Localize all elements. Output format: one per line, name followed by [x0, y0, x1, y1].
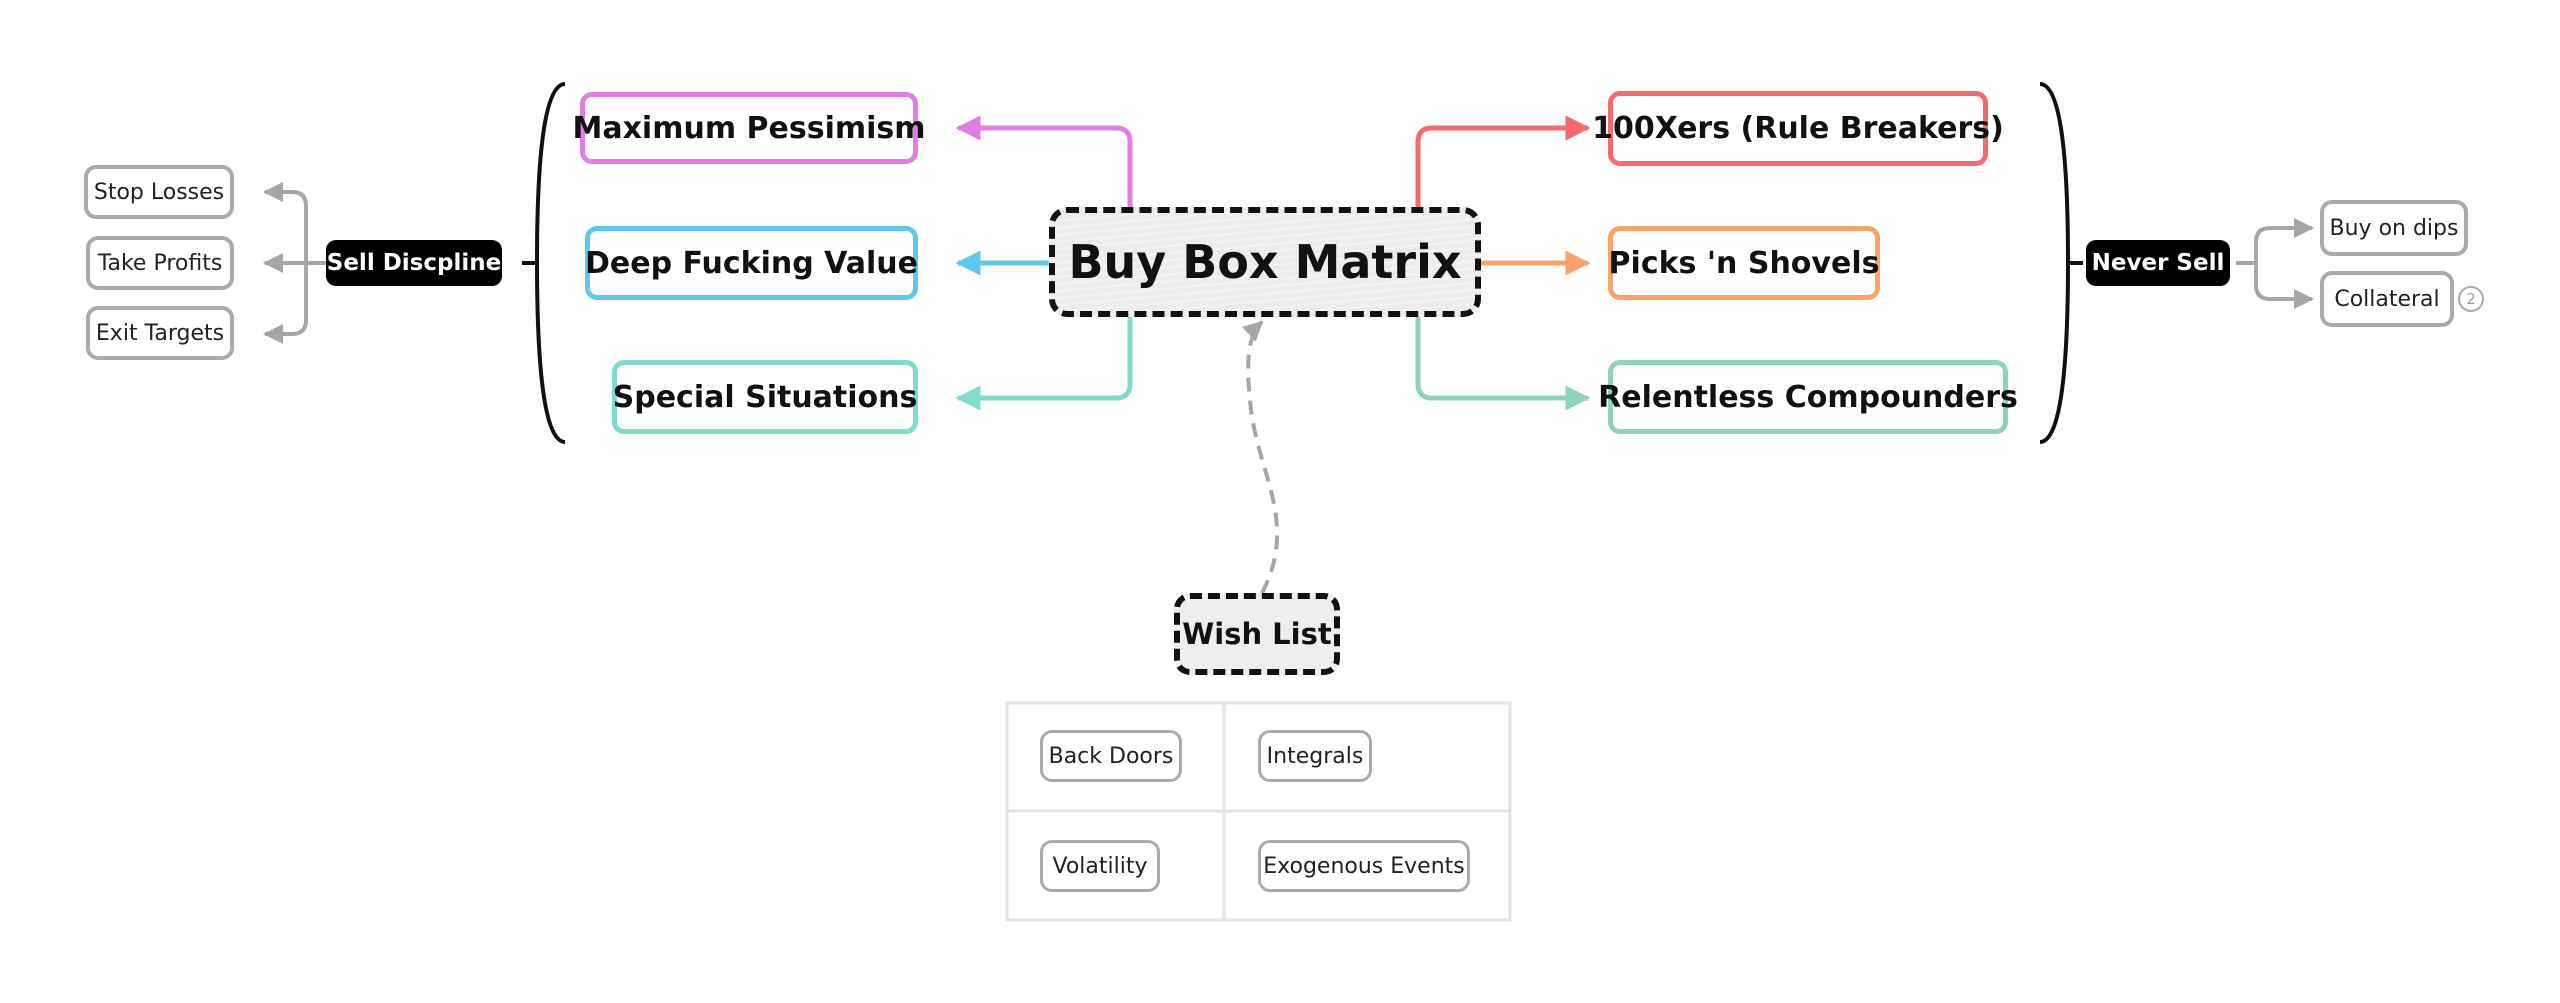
topic-100xers[interactable]: 100Xers (Rule Breakers): [1592, 91, 2004, 166]
matrix-cell-label: Exogenous Events: [1263, 853, 1465, 879]
topic-label: 100Xers (Rule Breakers): [1592, 111, 2004, 146]
connector-relentless-compounders: [1415, 317, 1591, 411]
connector-exit-targets: [263, 263, 308, 344]
right-summary-bracket: [2039, 82, 2071, 444]
topic-label: Relentless Compounders: [1598, 379, 2018, 415]
topic-label: Special Situations: [612, 379, 918, 415]
left-summary-bracket: [534, 82, 566, 444]
collateral-count-badge[interactable]: 2: [2458, 286, 2484, 312]
subtopic-label: Buy on dips: [2329, 215, 2459, 241]
badge-count: 2: [2466, 290, 2476, 308]
matrix-cell-label: Volatility: [1052, 853, 1148, 879]
connector-collateral: [2254, 263, 2314, 309]
floating-topic-wish-list[interactable]: Wish List: [1174, 593, 1340, 675]
topic-maximum-pessimism[interactable]: Maximum Pessimism: [572, 92, 926, 164]
connector-buy-on-dips: [2236, 218, 2314, 265]
subtopic-take-profits[interactable]: Take Profits: [86, 236, 234, 290]
subtopic-label: Take Profits: [97, 250, 223, 276]
central-topic[interactable]: Buy Box Matrix: [1049, 207, 1481, 317]
connector-100xers: [1415, 115, 1591, 207]
connector-special-situations: [955, 317, 1133, 411]
matrix-cell-integrals[interactable]: Integrals: [1258, 730, 1372, 782]
subtopic-label: Stop Losses: [93, 179, 225, 205]
matrix-cell-volatility[interactable]: Volatility: [1040, 840, 1160, 892]
connector-stop-losses: [263, 182, 326, 265]
summary-sell-discipline[interactable]: Sell Discpline: [326, 240, 502, 286]
matrix-cell-back-doors[interactable]: Back Doors: [1040, 730, 1182, 782]
topic-label: Picks 'n Shovels: [1608, 245, 1880, 281]
topic-relentless-compounders[interactable]: Relentless Compounders: [1598, 360, 2018, 434]
connector-maximum-pessimism: [955, 115, 1133, 207]
central-topic-label: Buy Box Matrix: [1068, 235, 1462, 289]
topic-deep-fucking-value[interactable]: Deep Fucking Value: [585, 226, 918, 300]
summary-never-sell[interactable]: Never Sell: [2086, 240, 2230, 286]
topic-special-situations[interactable]: Special Situations: [612, 360, 918, 434]
relationship-wish-list: [1242, 320, 1280, 594]
floating-topic-label: Wish List: [1182, 617, 1332, 651]
summary-label: Never Sell: [2091, 250, 2225, 276]
subtopic-label: Collateral: [2334, 286, 2440, 312]
subtopic-stop-losses[interactable]: Stop Losses: [84, 165, 234, 219]
matrix-cell-exogenous-events[interactable]: Exogenous Events: [1258, 840, 1470, 892]
topic-picks-n-shovels[interactable]: Picks 'n Shovels: [1608, 226, 1880, 300]
matrix-cell-label: Back Doors: [1048, 743, 1174, 769]
summary-label: Sell Discpline: [326, 250, 502, 276]
subtopic-label: Exit Targets: [95, 320, 225, 346]
subtopic-collateral[interactable]: Collateral: [2320, 271, 2454, 327]
topic-label: Maximum Pessimism: [572, 110, 926, 146]
topic-label: Deep Fucking Value: [585, 245, 918, 281]
subtopic-exit-targets[interactable]: Exit Targets: [86, 306, 234, 360]
subtopic-buy-on-dips[interactable]: Buy on dips: [2320, 200, 2468, 256]
matrix-cell-label: Integrals: [1266, 743, 1364, 769]
